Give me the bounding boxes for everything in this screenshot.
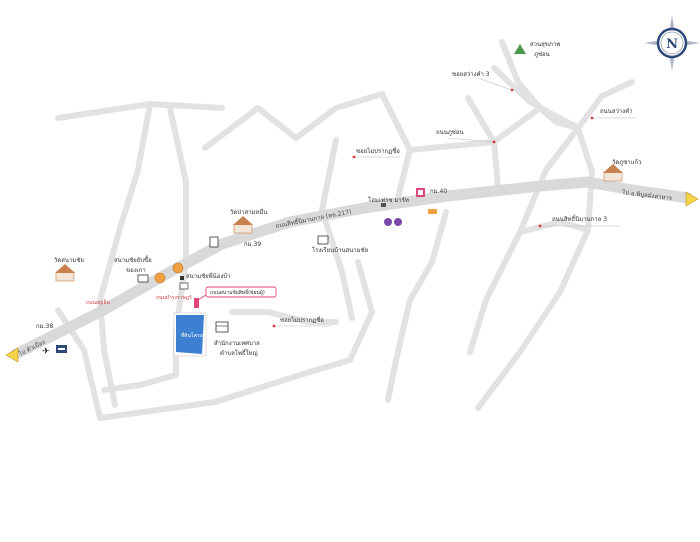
road-mid-vertical xyxy=(319,137,355,321)
school: โรงเรียนบ้านสนามชัย xyxy=(312,235,368,254)
temple-icon xyxy=(233,216,253,234)
stadium-label-2: ของเกา xyxy=(126,267,146,274)
temple-east-label: วัดภูซาแก้ว xyxy=(612,159,642,166)
shop-icon xyxy=(381,203,386,207)
school-label: โรงเรียนบ้านสนามชัย xyxy=(312,246,368,254)
red-road-label-left: ถนนอยู่เย็น xyxy=(86,298,110,306)
park-marker: สวนสุขภาพ ภูซ่อน xyxy=(514,41,560,58)
road-center-loop xyxy=(101,372,179,393)
red-road-label-center: ถนนบำรุงราษฎร์ xyxy=(156,294,192,301)
building-icon xyxy=(137,274,149,283)
home-fair: โฮมเฟรช มาร์ท xyxy=(368,196,437,226)
west-icons: ✈ xyxy=(42,345,67,357)
road-west-vertical xyxy=(97,101,153,408)
temple-west-label: วัดสนามชัย xyxy=(54,257,84,264)
temple-west: วัดสนามชัย xyxy=(54,257,84,282)
highlight-callout: ถนนสนามชัยสิทธิ์(ซ่อนผู้) xyxy=(194,286,277,308)
highlight-label: ถนนสนามชัยสิทธิ์(ซ่อนผู้) xyxy=(210,288,265,296)
arrow-east-icon xyxy=(685,191,699,207)
arrow-west-icon xyxy=(5,347,19,363)
gas-station-label: สนามชัยพี่น้องบ้า xyxy=(186,272,230,280)
poi-icon xyxy=(384,218,392,226)
road-east-branch xyxy=(467,125,581,355)
school-icon xyxy=(317,235,329,245)
park-label-1: สวนสุขภาพ xyxy=(530,41,560,48)
office-building-icon xyxy=(215,321,229,333)
tree-icon xyxy=(514,44,526,54)
stadium-label-1: สนามชัยยับขื้อ xyxy=(114,254,152,264)
office-label-1: สำนักงานเทศบาล xyxy=(214,340,260,347)
km-39-label: กม.39 xyxy=(244,241,261,248)
temple-east: วัดภูซาแก้ว xyxy=(603,159,642,182)
marker-orange-icon xyxy=(172,262,184,274)
road-east-north-arc xyxy=(575,79,635,131)
fuel-pump-icon xyxy=(209,236,219,248)
compass-rose-icon xyxy=(656,27,688,59)
leader-soi-left xyxy=(447,137,495,143)
site-label: ที่ดินโครงการ xyxy=(181,332,211,339)
poi-icon xyxy=(394,218,402,226)
temple-icon xyxy=(603,164,623,182)
road-east-vertical xyxy=(475,125,595,411)
street-soi-south: ซอยไม่ปรากฏชื่อ xyxy=(280,316,324,324)
highlight-box xyxy=(205,286,277,298)
km-marker-40: กม.40 xyxy=(416,188,447,197)
sign-icon xyxy=(428,209,437,214)
marker-orange-icon xyxy=(154,272,166,284)
compass: N xyxy=(644,15,700,71)
site-pin-icon xyxy=(194,298,199,308)
road-east-center xyxy=(385,209,449,403)
road-east-cross xyxy=(517,219,591,235)
pin-icon xyxy=(180,276,184,280)
temple-center-label: วัดป่าสามหมื่น xyxy=(230,208,267,216)
road-west-loop xyxy=(55,101,225,121)
project-site: ที่ดินโครงการ xyxy=(173,312,211,357)
site-parcel xyxy=(176,315,204,354)
road-upper-center xyxy=(202,91,385,151)
stadium: สนามชัยยับขื้อ ของเกา xyxy=(114,254,152,283)
road-south-lane xyxy=(229,309,339,325)
gas-station: สนามชัยพี่น้องบ้า xyxy=(180,236,230,280)
highway-217 xyxy=(10,176,694,360)
street-sitni-3: ถนนสิทธิ์นิมานกาล 3 xyxy=(552,214,607,223)
temple-icon xyxy=(55,264,75,282)
temple-center: วัดป่าสามหมื่น xyxy=(230,208,267,234)
leader-soi-3 xyxy=(477,77,513,91)
street-soi-left: ถนนภูซ่อน xyxy=(436,129,464,136)
km-40-label: กม.40 xyxy=(430,188,447,195)
home-fair-label: โฮมเฟรช มาร์ท xyxy=(368,196,409,204)
minor-roads xyxy=(55,39,635,421)
street-soi-3: ซอยสว่างคำ 3 xyxy=(452,71,490,78)
street-soi-right: ถนนสว่างคำ xyxy=(600,108,633,115)
office-label-2: ตำบลโพธิ์ใหญ่ xyxy=(220,348,258,357)
park-label-2: ภูซ่อน xyxy=(534,51,550,58)
municipal-office: สำนักงานเทศบาล ตำบลโพธิ์ใหญ่ xyxy=(214,321,260,357)
km-38-label: กม.38 xyxy=(36,323,53,330)
road-north-spur xyxy=(491,65,581,131)
compass-north-letter: N xyxy=(666,37,678,52)
building-icon xyxy=(179,282,189,290)
landmark-icon: ✈ xyxy=(42,347,50,357)
street-soi-center: ซอยไม่ปรากฏชื่อ xyxy=(356,147,400,155)
road-southern-arc xyxy=(97,259,375,421)
